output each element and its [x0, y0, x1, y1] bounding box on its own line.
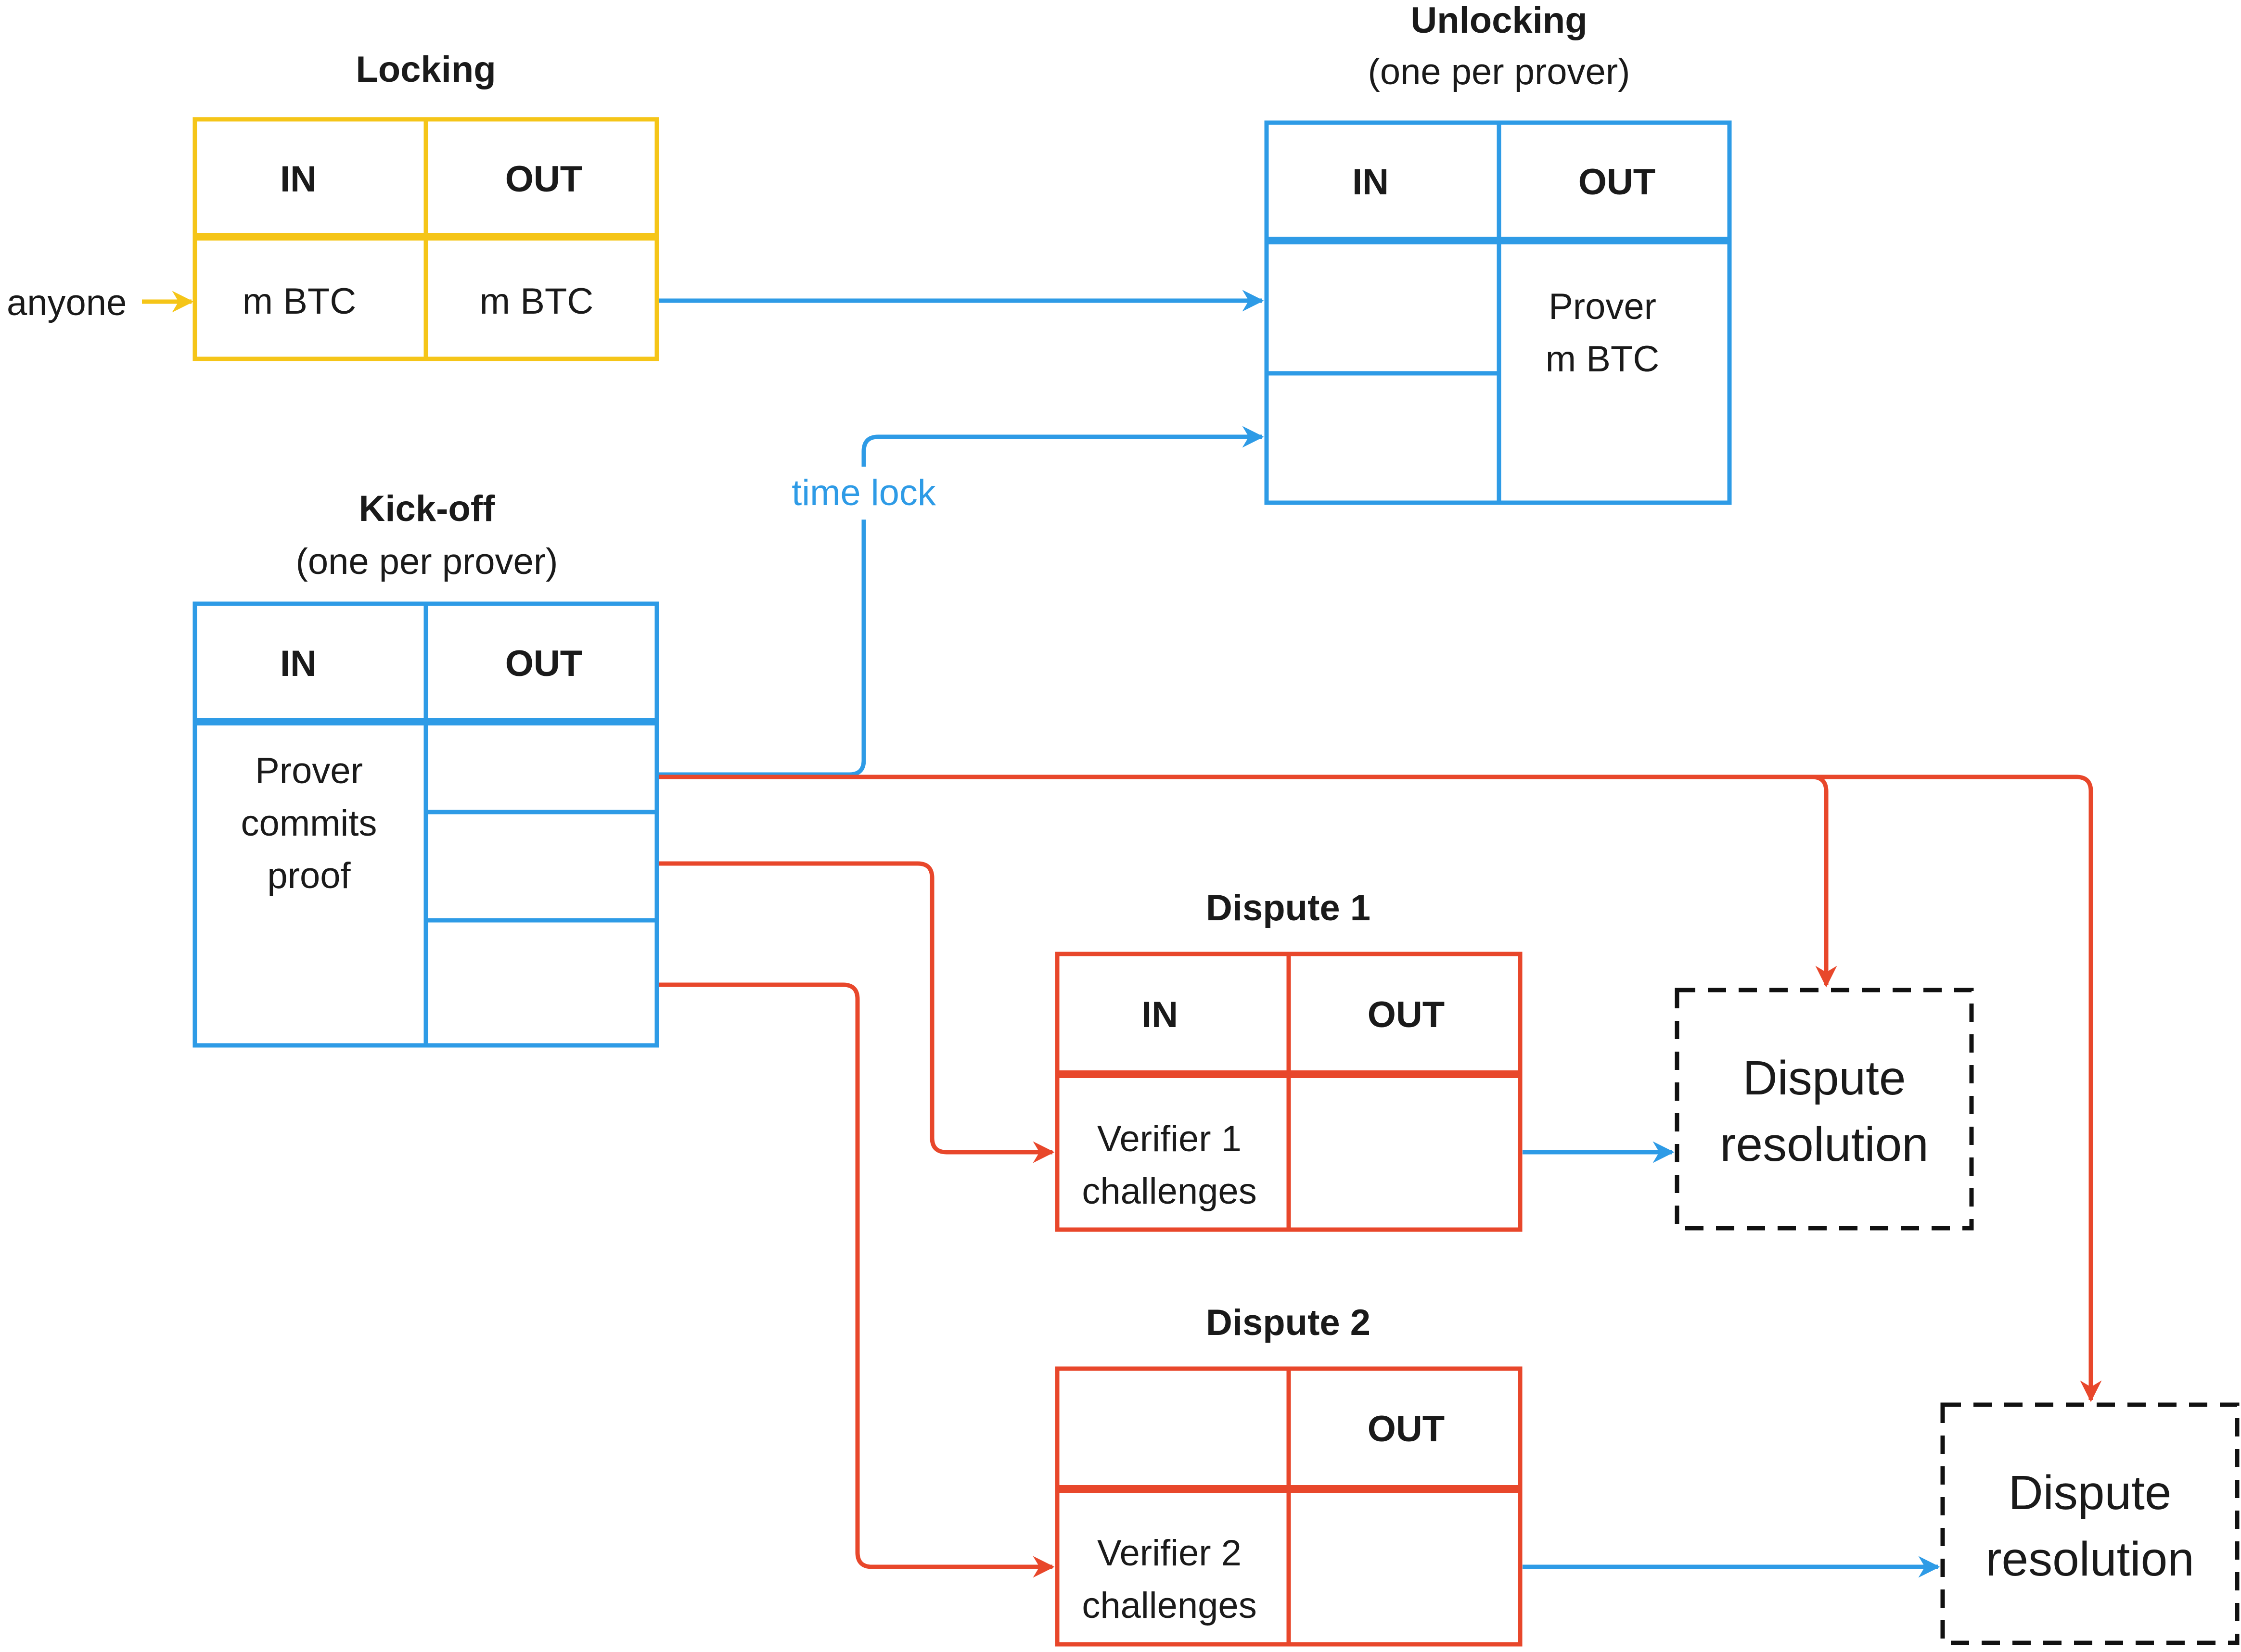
kickoff-in-header: IN — [280, 643, 317, 684]
kickoff-to-dispute2-arrow — [659, 982, 1055, 1578]
unlocking-title: Unlocking — [1410, 0, 1587, 41]
anyone-label: anyone — [7, 282, 127, 323]
dispute-resolution-2-line1: Dispute — [2008, 1466, 2171, 1520]
unlocking-in-header: IN — [1352, 162, 1389, 203]
kickoff-in-line1: Prover — [255, 750, 363, 791]
kickoff-out-header: OUT — [505, 643, 582, 684]
locking-in-value: m BTC — [243, 281, 356, 322]
time-lock-label-background — [780, 467, 948, 520]
kickoff-in-line3: proof — [267, 855, 351, 896]
kickoff-to-dispute1-arrow — [659, 861, 1055, 1163]
dispute-resolution-2-box — [1940, 1402, 2240, 1645]
dispute-resolution-2: Dispute resolution — [1940, 1402, 2240, 1645]
kickoff-subtitle: (one per prover) — [296, 541, 558, 582]
locking-in-header: IN — [280, 159, 317, 200]
kickoff-transaction: Kick-off (one per prover) IN OUT Prover … — [192, 488, 659, 1048]
dispute1-title: Dispute 1 — [1206, 888, 1370, 928]
dispute-resolution-1-line2: resolution — [1720, 1118, 1929, 1171]
dispute1-in-header: IN — [1141, 994, 1178, 1035]
dispute2-in-line2: challenges — [1082, 1585, 1256, 1626]
dispute-resolution-1-box — [1675, 988, 1974, 1231]
dispute-resolution-2-line2: resolution — [1985, 1532, 2194, 1586]
dispute1-in-line2: challenges — [1082, 1171, 1256, 1212]
dispute-resolution-1-line1: Dispute — [1742, 1051, 1906, 1105]
kickoff-to-resolution2-arrow — [1812, 775, 2102, 1402]
locking-title: Locking — [356, 49, 496, 90]
dispute1-in-line1: Verifier 1 — [1097, 1118, 1242, 1159]
dispute2-in-line1: Verifier 2 — [1097, 1533, 1242, 1574]
kickoff-title: Kick-off — [359, 488, 496, 529]
dispute1-transaction: Dispute 1 IN OUT Verifier 1 challenges — [1055, 888, 1523, 1232]
time-lock-label: time lock — [792, 472, 936, 513]
dispute-resolution-1: Dispute resolution — [1675, 988, 1974, 1231]
locking-out-value: m BTC — [480, 281, 593, 322]
kickoff-in-line2: commits — [241, 803, 377, 844]
unlocking-transaction: Unlocking (one per prover) IN OUT Prover… — [1264, 0, 1732, 505]
unlocking-out-header: OUT — [1578, 162, 1655, 203]
unlocking-out-line1: Prover — [1549, 286, 1656, 327]
unlocking-out-line2: m BTC — [1546, 339, 1659, 380]
dispute2-title: Dispute 2 — [1206, 1302, 1370, 1343]
dispute1-out-header: OUT — [1368, 994, 1445, 1035]
locking-out-header: OUT — [505, 159, 582, 200]
unlocking-subtitle: (one per prover) — [1368, 51, 1630, 92]
dispute2-transaction: Dispute 2 OUT Verifier 2 challenges — [1055, 1302, 1523, 1647]
timelock-to-unlocking-arrow — [659, 426, 1264, 777]
dispute2-out-header: OUT — [1368, 1409, 1445, 1449]
locking-transaction: Locking IN OUT m BTC m BTC — [192, 49, 659, 361]
